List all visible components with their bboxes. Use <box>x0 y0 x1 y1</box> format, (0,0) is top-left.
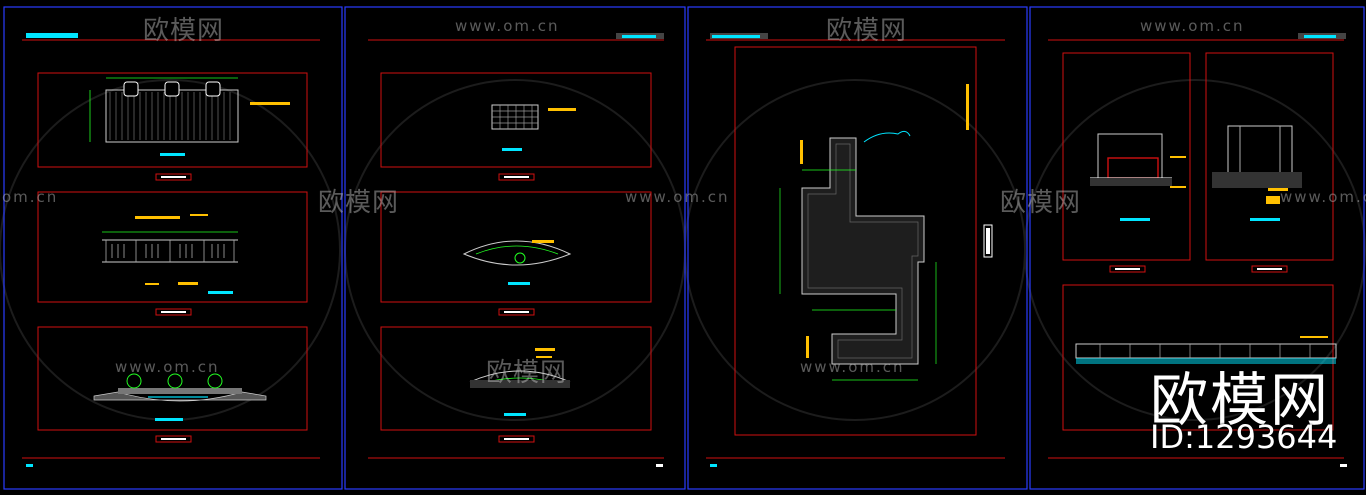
railing-elevation <box>102 214 238 294</box>
watermark-url: www.om.cn <box>800 358 905 376</box>
watermark-brand: 欧模网 <box>486 358 568 388</box>
watermark-url: om.cn <box>2 188 59 206</box>
watermark-url: www.om.cn <box>115 358 220 376</box>
zigzag-walkway-plan <box>779 84 993 381</box>
watermark-url: www.om.cn <box>1280 188 1366 206</box>
watermark-brand: 欧模网 <box>826 16 908 46</box>
fence-elevation <box>89 77 290 156</box>
grate-plan <box>491 104 576 151</box>
watermark-brand: 欧模网 <box>143 16 225 46</box>
stamp-brand: 欧模网 <box>1150 366 1331 434</box>
watermark-url: www.om.cn <box>625 188 730 206</box>
watermark-brand: 欧模网 <box>1000 188 1082 218</box>
section-with-planters <box>93 373 267 421</box>
stamp-id: ID:1293644 <box>1150 418 1338 456</box>
watermark-brand: 欧模网 <box>318 188 400 218</box>
sheet-4 <box>1029 6 1365 490</box>
sheet-1 <box>3 6 343 490</box>
post-section-detail-b <box>1212 125 1302 221</box>
long-railing-elevation <box>1075 336 1337 364</box>
post-section-detail-a <box>1090 133 1186 221</box>
arched-bridge-plan <box>462 240 572 285</box>
watermark-url: www.om.cn <box>1140 17 1245 35</box>
bridge-section <box>469 348 571 416</box>
sheet-2 <box>344 6 686 490</box>
watermark-url: www.om.cn <box>455 17 560 35</box>
sheet-3 <box>687 6 1028 490</box>
